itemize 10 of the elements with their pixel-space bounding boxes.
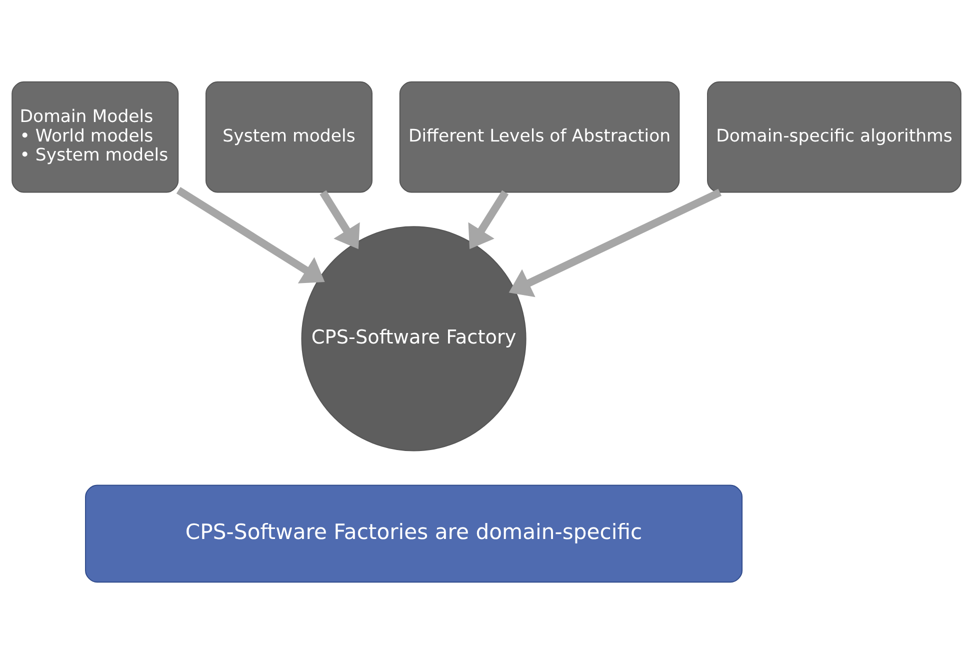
node-box: System models	[206, 80, 373, 192]
arrow	[468, 190, 509, 249]
arrow	[508, 188, 722, 297]
arrow	[176, 186, 325, 283]
node-box: CPS-Software Factories are domain-specific	[85, 484, 743, 582]
node-box: Domain-specific algorithms	[707, 80, 962, 192]
arrow	[320, 190, 360, 249]
node-box: Domain Models • World models • System models	[12, 80, 179, 192]
node-box: Different Levels of Abstraction	[399, 80, 680, 192]
node-circle: CPS-Software Factory	[301, 226, 526, 451]
